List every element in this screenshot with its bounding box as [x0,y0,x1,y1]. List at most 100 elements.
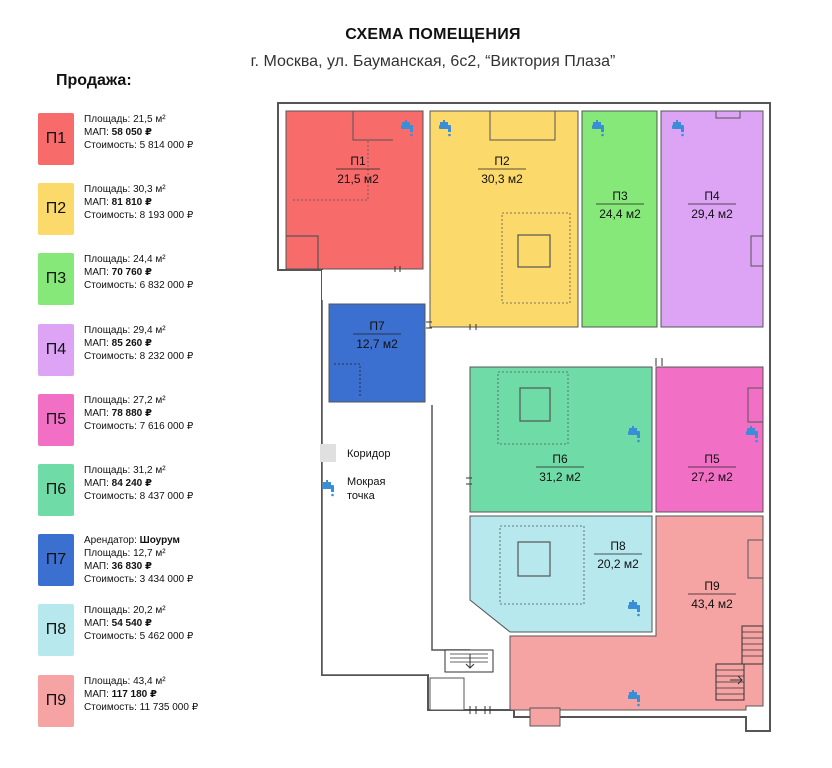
unit-cost-row: Стоимость: 3 434 000 ₽ [84,573,193,586]
legend-wet-point-label-2: точка [347,490,376,502]
unit-cost-row: Стоимость: 8 193 000 ₽ [84,209,193,222]
room-area-p1: 21,5 м2 [337,172,379,186]
unit-map-row: МАП: 36 830 ₽ [84,560,193,573]
staircase [715,625,764,701]
stair-landing [429,649,494,711]
unit-map-value: 84 240 ₽ [111,478,152,489]
room-p7[interactable] [328,303,426,403]
unit-swatch: П7 [38,534,74,587]
unit-map-label: МАП: [84,197,112,209]
room-p5[interactable] [655,366,764,513]
unit-area-row: Площадь: 31,2 м² [84,464,193,477]
unit-area-value: 29,4 м² [133,324,166,336]
corridor-wall [321,300,428,676]
room-p3[interactable] [581,110,658,328]
unit-area-label: Площадь: [84,394,134,406]
unit-map-value: 36 830 ₽ [111,561,152,573]
room-label-p7: П7 [369,319,385,333]
unit-area-label: Площадь: [84,254,134,266]
unit-cost-label: Стоимость: [84,701,140,713]
unit-cost-label: Стоимость: [84,350,140,362]
room-p6[interactable] [469,366,653,513]
room-area-p7: 12,7 м2 [356,337,398,351]
unit-cost-value: 8 193 000 ₽ [139,210,194,222]
unit-map-row: МАП: 54 540 ₽ [84,617,193,630]
unit-area-value: 24,4 м² [133,254,166,266]
unit-cost-value: 5 814 000 ₽ [139,140,194,151]
room-area-p5: 27,2 м2 [691,470,733,484]
unit-cost-value: 6 832 000 ₽ [139,280,194,292]
unit-area-row: Площадь: 29,4 м² [84,324,193,337]
room-area-p4: 29,4 м2 [691,207,733,221]
unit-map-row: МАП: 84 240 ₽ [84,477,193,490]
unit-cost-value: 8 232 000 ₽ [139,350,194,362]
unit-area-row: Площадь: 21,5 м² [84,113,193,126]
unit-map-label: МАП: [84,337,112,349]
unit-cost-value: 3 434 000 ₽ [139,574,194,586]
unit-swatch: П4 [38,323,74,376]
unit-swatch: П5 [38,393,74,446]
room-area-p6: 31,2 м2 [539,470,581,484]
room-label-p2: П2 [494,154,510,168]
unit-swatch: П6 [38,464,74,516]
unit-map-row: МАП: 81 810 ₽ [84,196,193,209]
unit-area-label: Площадь: [84,324,134,336]
unit-area-row: Площадь: 30,3 м² [84,183,193,196]
unit-area-label: Площадь: [84,548,134,560]
room-label-p6: П6 [552,452,568,466]
legend-corridor-label: Коридор [347,448,390,460]
unit-cost-label: Стоимость: [84,420,140,432]
unit-tenant-row: Арендатор: Шоурум [84,534,193,547]
legend-wet-point-label-1: Мокрая [347,476,385,488]
unit-cost-value: 5 462 000 ₽ [139,631,194,643]
room-area-p3: 24,4 м2 [599,207,641,221]
room-p4[interactable] [660,110,764,328]
page-title: СХЕМА ПОМЕЩЕНИЯ [345,26,521,43]
unit-cost-value: 11 735 000 ₽ [139,701,199,713]
unit-map-label: МАП: [84,688,112,700]
unit-map-value: 70 760 ₽ [111,267,152,279]
room-p8[interactable] [469,515,653,633]
unit-area-row: Площадь: 43,4 м² [84,675,198,688]
unit-area-value: 31,2 м² [133,465,166,476]
unit-area-label: Площадь: [84,465,134,476]
unit-swatch: П8 [38,604,74,657]
unit-swatch: П1 [38,113,74,165]
room-p9[interactable] [509,515,764,727]
unit-cost-value: 7 616 000 ₽ [139,420,194,432]
unit-map-row: МАП: 78 880 ₽ [84,407,193,420]
room-p1[interactable] [285,110,424,270]
unit-cost-label: Стоимость: [84,574,140,586]
room-p2[interactable] [429,110,579,328]
unit-cost-label: Стоимость: [84,280,140,292]
unit-area-row: Площадь: 27,2 м² [84,394,193,407]
unit-tenant-value: Шоурум [139,535,180,547]
unit-cost-row: Стоимость: 11 735 000 ₽ [84,701,198,714]
unit-area-value: 27,2 м² [133,394,166,406]
unit-area-label: Площадь: [84,675,134,687]
room-labels: П1 21,5 м2 П2 30,3 м2 П3 24,4 м2 П4 29,4… [336,154,736,611]
unit-map-label: МАП: [84,127,112,138]
unit-cost-label: Стоимость: [84,210,140,222]
room-label-p1: П1 [350,154,366,168]
unit-cost-label: Стоимость: [84,491,140,502]
unit-cost-row: Стоимость: 8 232 000 ₽ [84,350,193,363]
legend: Коридор Мокрая точка [320,444,390,502]
unit-map-row: МАП: 58 050 ₽ [84,126,193,139]
unit-swatch: П3 [38,253,74,306]
unit-area-label: Площадь: [84,605,134,617]
